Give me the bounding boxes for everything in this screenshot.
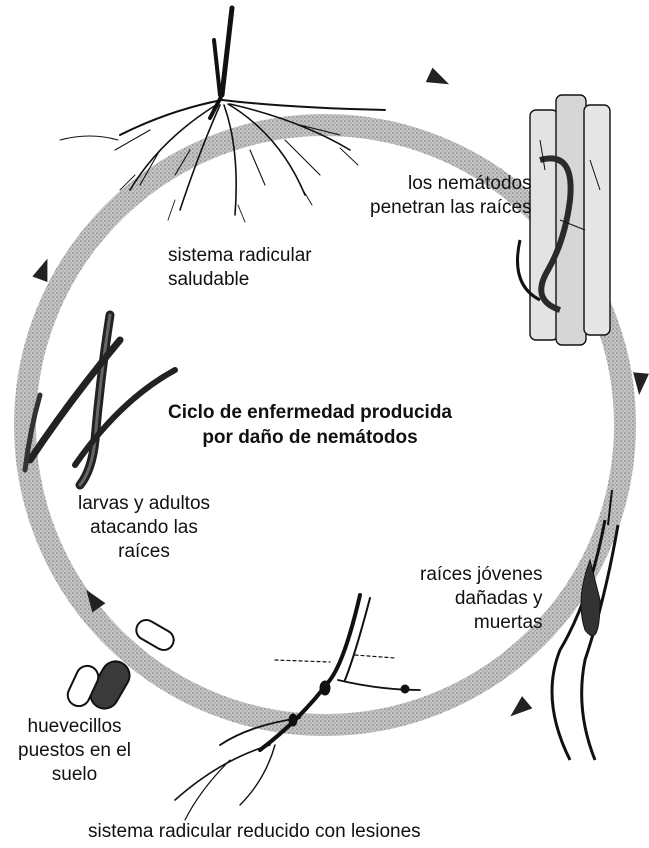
label-eggs: huevecillos puestos en el suelo xyxy=(18,715,131,787)
label-larvae-adults: larvas y adultos atacando las raíces xyxy=(78,492,210,564)
cycle-arrow-icon xyxy=(426,68,453,92)
label-reduced-roots: sistema radicular reducido con lesiones xyxy=(88,820,421,844)
label-nematodes-penetrate: los nemátodos penetran las raíces xyxy=(370,172,532,220)
diagram-title-line1: Ciclo de enfermedad producida xyxy=(150,400,470,425)
diagram-title: Ciclo de enfermedad producida por daño d… xyxy=(150,400,470,450)
diagram-title-line2: por daño de nemátodos xyxy=(150,425,470,450)
nematode-root-penetration-icon xyxy=(518,95,611,345)
label-damaged-roots: raíces jóvenes dañadas y muertas xyxy=(420,563,543,635)
label-healthy-roots: sistema radicular saludable xyxy=(168,244,312,292)
cycle-arrow-icon xyxy=(505,696,532,722)
